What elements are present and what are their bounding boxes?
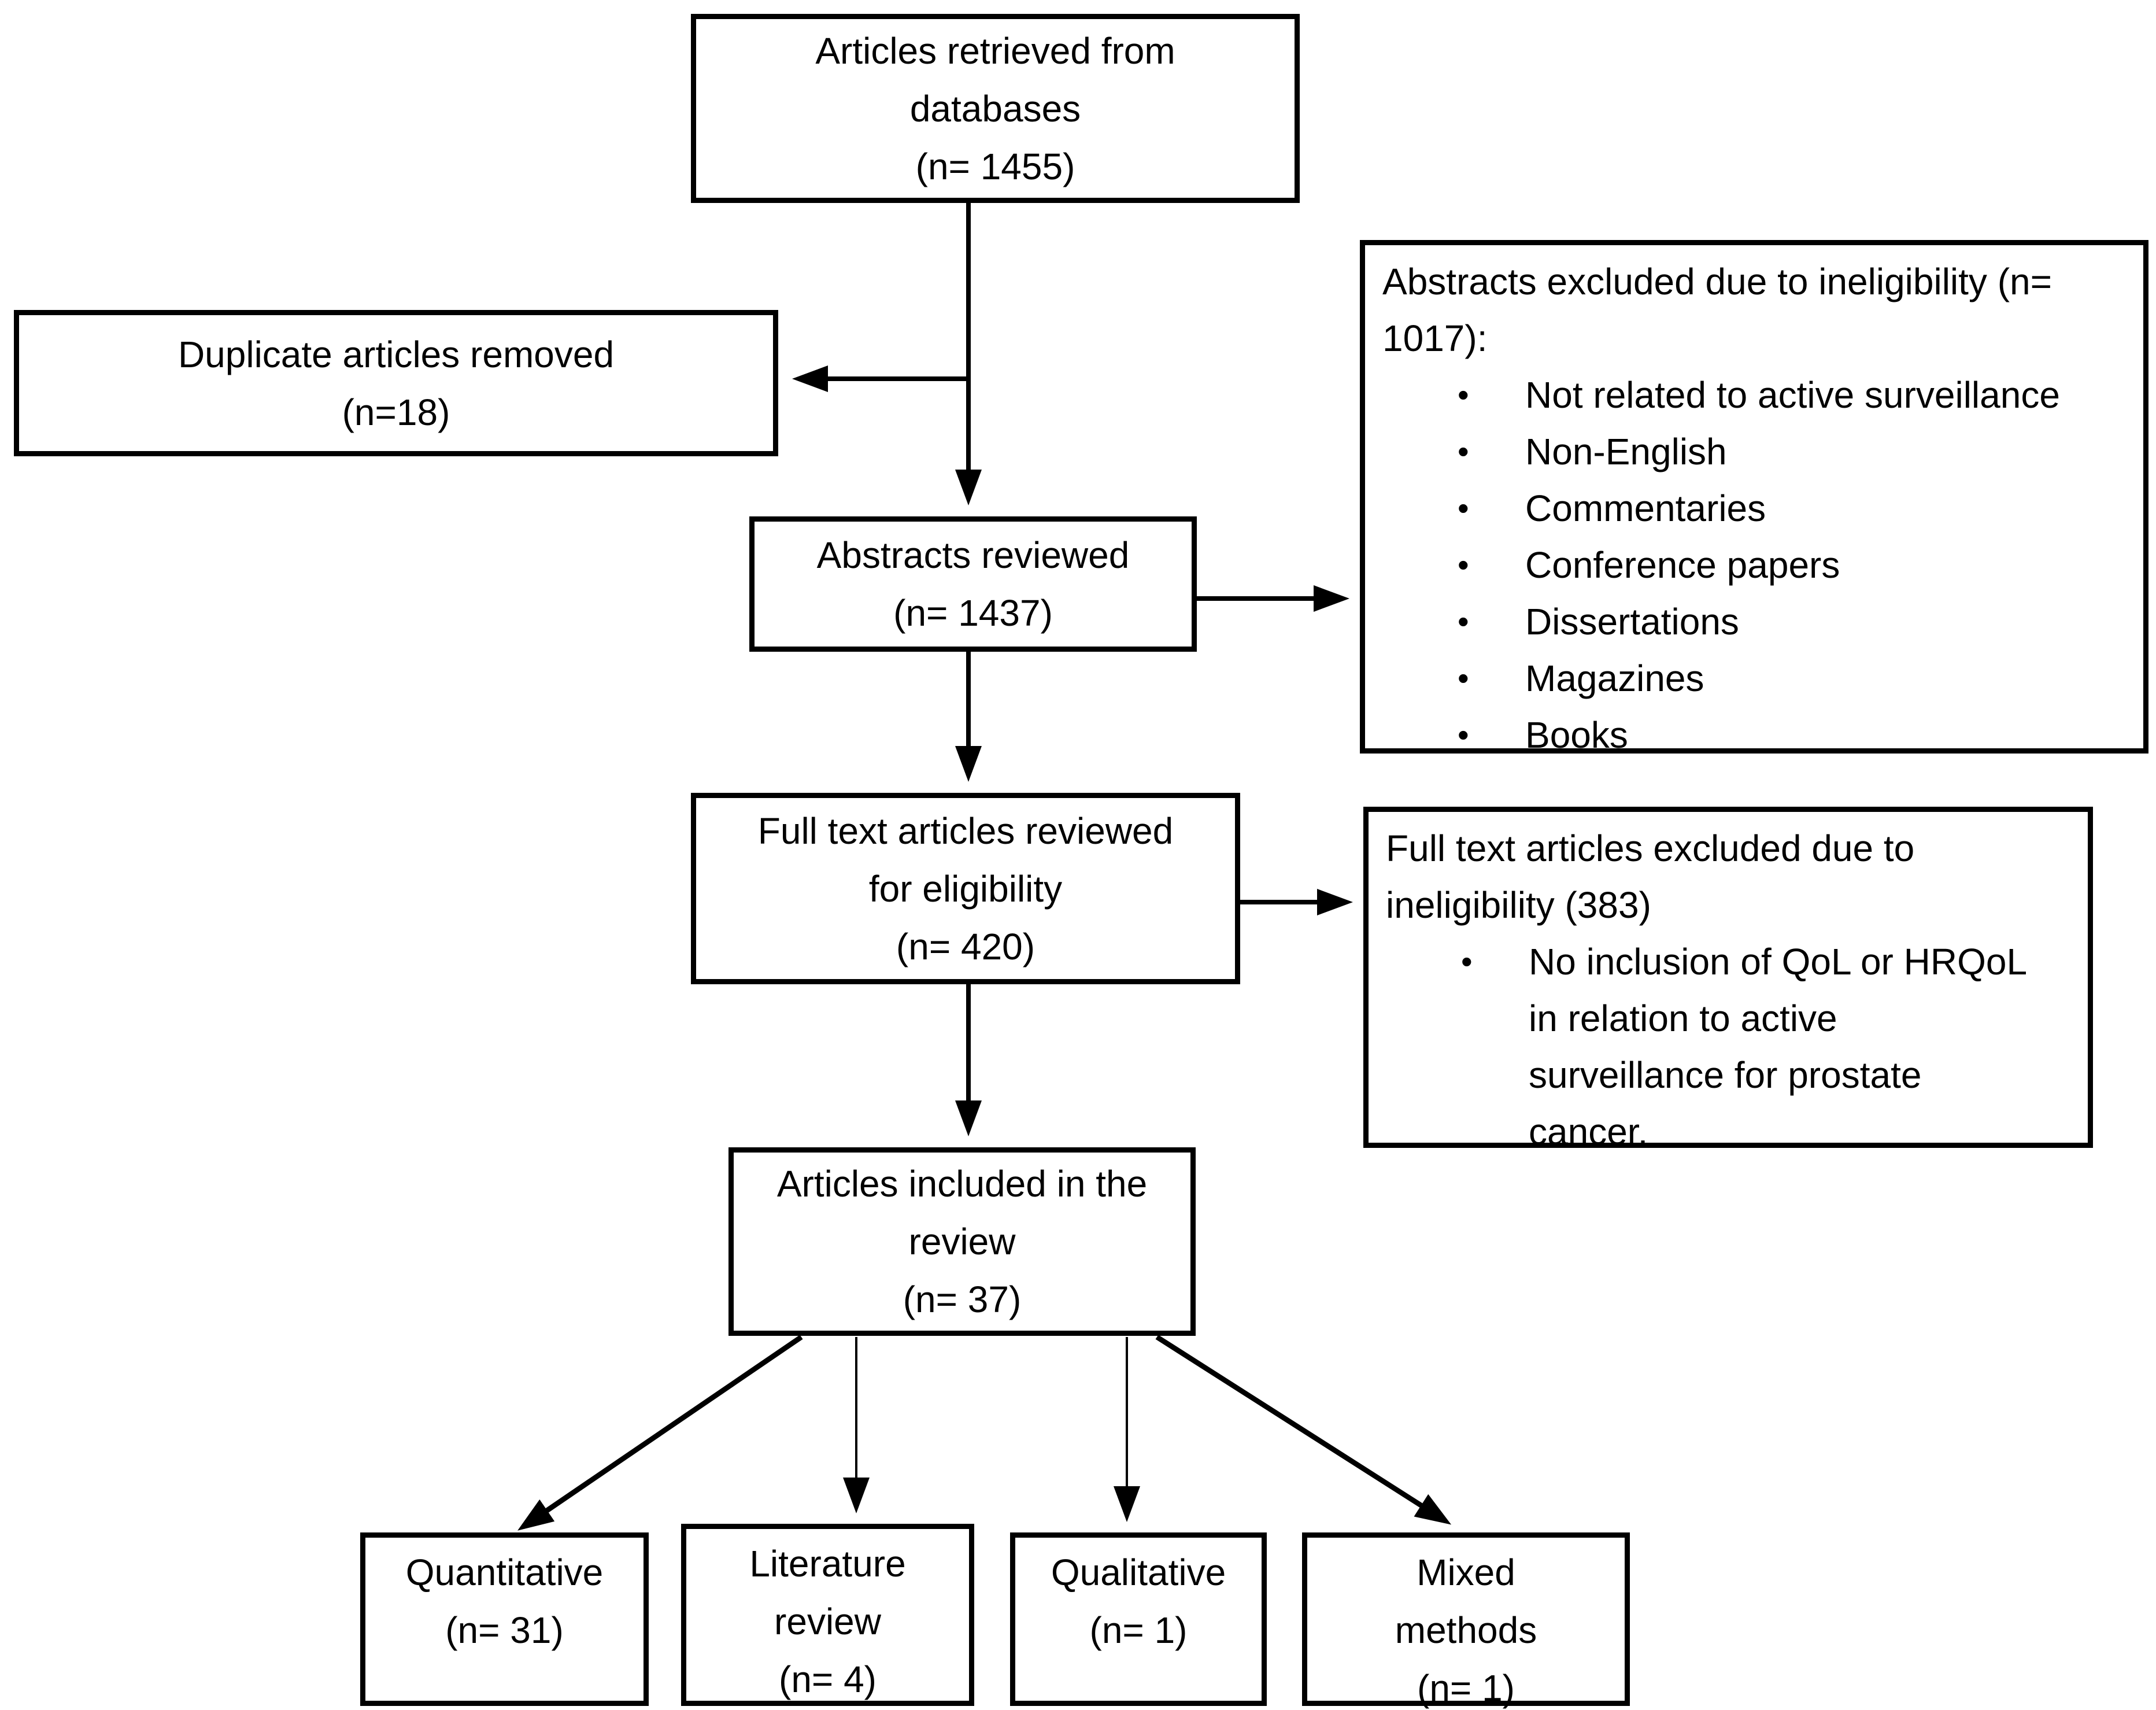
arrow-included-to-mixed-methods [1155, 1335, 1452, 1525]
exclusion-reason-line: No inclusion of QoL or HRQoL [1529, 941, 2028, 983]
box-count: (n= 4) [779, 1659, 877, 1700]
bullet-icon: • [1458, 433, 1469, 470]
box-count: (n= 37) [903, 1279, 1022, 1320]
abstracts-reviewed-box: Abstracts reviewed (n= 1437) [749, 516, 1197, 652]
box-text-line: methods [1395, 1609, 1537, 1651]
bullet-icon: • [1458, 490, 1469, 526]
box-text-line: Mixed [1417, 1552, 1515, 1593]
box-text-line: review [774, 1601, 881, 1642]
literature-review-box: Literature review (n= 4) [681, 1524, 974, 1706]
box-text-line: review [908, 1221, 1016, 1262]
exclusion-reason: Dissertations [1525, 601, 1739, 642]
box-count: (n=18) [342, 391, 450, 433]
exclusion-reasons-list: • No inclusion of QoL or HRQoL in relati… [1386, 933, 2027, 1160]
exclusion-reason: Commentaries [1525, 487, 1766, 529]
mixed-methods-box: Mixed methods (n= 1) [1302, 1532, 1630, 1709]
exclusion-reason: Books [1525, 714, 1628, 756]
bullet-icon: • [1458, 660, 1469, 696]
box-text-line: databases [909, 87, 1081, 130]
abstracts-excluded-box: Abstracts excluded due to ineligibility … [1360, 240, 2148, 756]
qualitative-box: Qualitative (n= 1) [1010, 1532, 1267, 1706]
box-text-line: Abstracts reviewed [816, 534, 1130, 576]
fulltext-reviewed-box: Full text articles reviewed for eligibil… [691, 793, 1240, 984]
list-item: • Not related to active surveillance [1458, 367, 2060, 423]
list-item: • Dissertations [1458, 593, 2060, 650]
bullet-icon: • [1461, 943, 1473, 980]
box-text-line: Duplicate articles removed [177, 333, 615, 375]
arrow-included-to-quantitative [517, 1335, 803, 1531]
box-text-line: Articles retrieved from [815, 29, 1175, 72]
box-count: (n= 1455) [915, 145, 1075, 187]
box-count: (n= 1437) [893, 592, 1053, 634]
list-item: • Magazines [1458, 650, 2060, 707]
bullet-icon: • [1458, 716, 1469, 753]
box-text-line: Qualitative [1051, 1552, 1226, 1593]
exclusion-reason-line: cancer. [1529, 1111, 1648, 1153]
bullet-icon: • [1458, 376, 1469, 413]
box-count: (n= 420) [896, 925, 1036, 967]
box-count: (n= 31) [445, 1609, 564, 1651]
box-text-line: Articles included in the [776, 1163, 1148, 1205]
exclusion-heading: ineligibility (383) [1386, 884, 1651, 926]
fulltext-excluded-box: Full text articles excluded due to ineli… [1363, 807, 2093, 1153]
bullet-icon: • [1458, 546, 1469, 583]
box-text-line: Literature [749, 1543, 906, 1585]
exclusion-reason-line: in relation to active [1529, 998, 1837, 1039]
box-count: (n= 1) [1089, 1609, 1188, 1651]
exclusion-heading: Full text articles excluded due to [1386, 828, 1915, 869]
articles-retrieved-box: Articles retrieved from databases (n= 14… [691, 14, 1300, 203]
list-item: • Commentaries [1458, 480, 2060, 537]
exclusion-heading: 1017): [1382, 317, 1488, 359]
exclusion-reason: No inclusion of QoL or HRQoL in relation… [1529, 933, 2027, 1160]
exclusion-reason-line: surveillance for prostate [1529, 1054, 1922, 1096]
box-text-line: for eligibility [868, 867, 1063, 910]
bullet-icon: • [1458, 603, 1469, 640]
exclusion-reasons-list: • Not related to active surveillance • N… [1382, 367, 2060, 763]
list-item: • Books [1458, 707, 2060, 763]
exclusion-heading: Abstracts excluded due to ineligibility … [1382, 261, 2052, 302]
box-text-line: Full text articles reviewed [757, 810, 1174, 852]
list-item: • No inclusion of QoL or HRQoL in relati… [1461, 933, 2027, 1160]
box-text-line: Quantitative [405, 1552, 604, 1593]
list-item: • Non-English [1458, 423, 2060, 480]
quantitative-box: Quantitative (n= 31) [360, 1532, 649, 1706]
box-count: (n= 1) [1417, 1667, 1515, 1709]
duplicates-removed-box: Duplicate articles removed (n=18) [14, 310, 778, 456]
list-item: • Conference papers [1458, 537, 2060, 593]
exclusion-reason: Magazines [1525, 658, 1704, 699]
exclusion-reason: Non-English [1525, 431, 1727, 472]
exclusion-reason: Conference papers [1525, 544, 1840, 586]
exclusion-reason: Not related to active surveillance [1525, 374, 2060, 416]
articles-included-box: Articles included in the review (n= 37) [728, 1147, 1196, 1336]
